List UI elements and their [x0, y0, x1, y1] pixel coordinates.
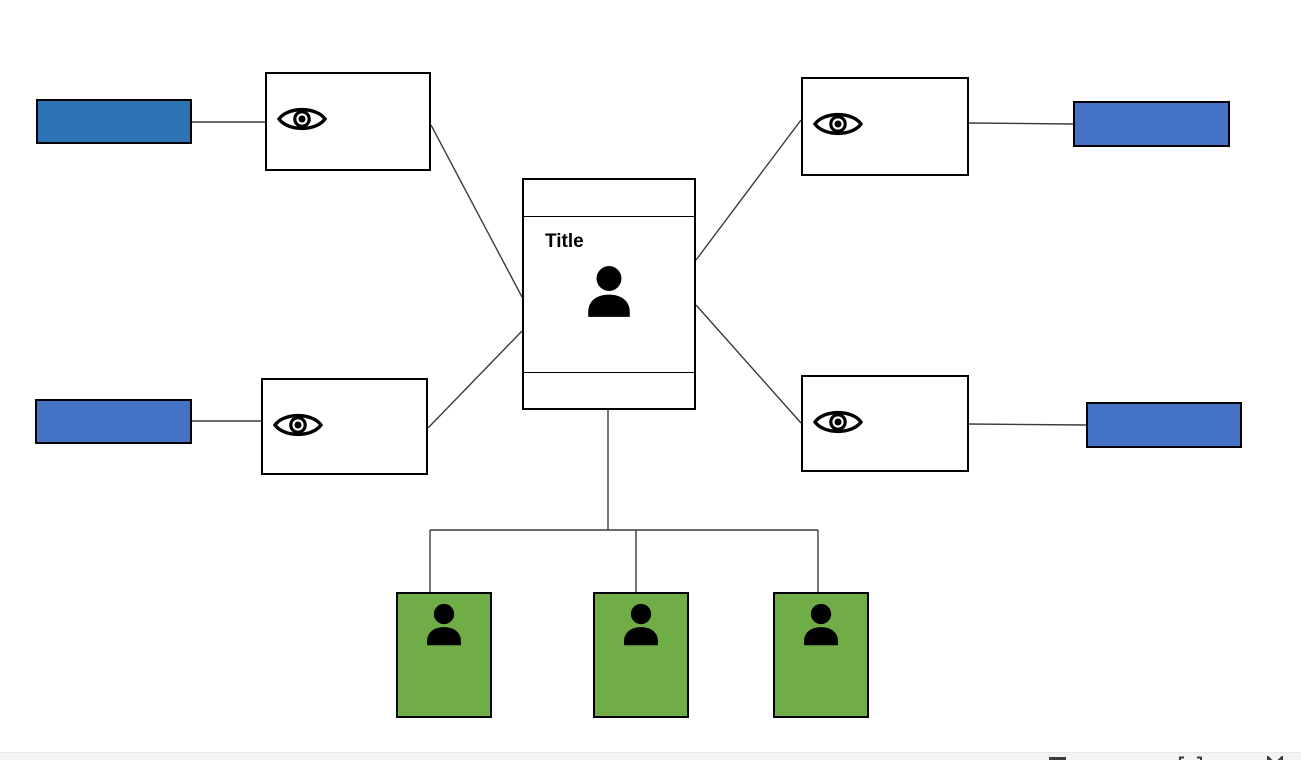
center-card-header — [524, 180, 694, 217]
connector-line — [695, 304, 802, 424]
connector-line — [968, 122, 1075, 125]
eye-node-mid-right[interactable] — [801, 375, 969, 472]
label-bar-mid-right[interactable] — [1086, 402, 1242, 448]
label-bar-top-left[interactable] — [36, 99, 192, 144]
center-title-card[interactable]: Title — [522, 178, 696, 410]
eye-node-mid-left[interactable] — [261, 378, 428, 475]
connector-line — [427, 330, 523, 429]
slideshow-view-icon[interactable] — [1267, 756, 1284, 760]
eye-icon — [273, 413, 323, 437]
subordinate-card-1[interactable] — [396, 592, 492, 718]
subordinate-card-2[interactable] — [593, 592, 689, 718]
connector-line — [695, 119, 802, 261]
connector-line — [430, 124, 523, 298]
normal-view-icon[interactable] — [1049, 757, 1066, 760]
person-icon — [588, 266, 630, 317]
status-bar — [0, 752, 1301, 760]
eye-icon — [813, 410, 863, 434]
connector-line — [968, 423, 1087, 426]
eye-icon — [813, 112, 863, 136]
person-icon — [427, 603, 461, 646]
label-bar-mid-left[interactable] — [35, 399, 192, 444]
center-card-body: Title — [524, 217, 694, 372]
label-bar-top-right[interactable] — [1073, 101, 1230, 147]
eye-node-top-right[interactable] — [801, 77, 969, 176]
eye-node-top-left[interactable] — [265, 72, 431, 171]
subordinate-card-3[interactable] — [773, 592, 869, 718]
center-card-footer — [524, 372, 694, 408]
person-icon — [624, 603, 658, 646]
person-icon — [804, 603, 838, 646]
slide-sorter-view-icon[interactable] — [1179, 756, 1202, 760]
center-card-title: Title — [545, 231, 584, 252]
eye-icon — [277, 107, 327, 131]
